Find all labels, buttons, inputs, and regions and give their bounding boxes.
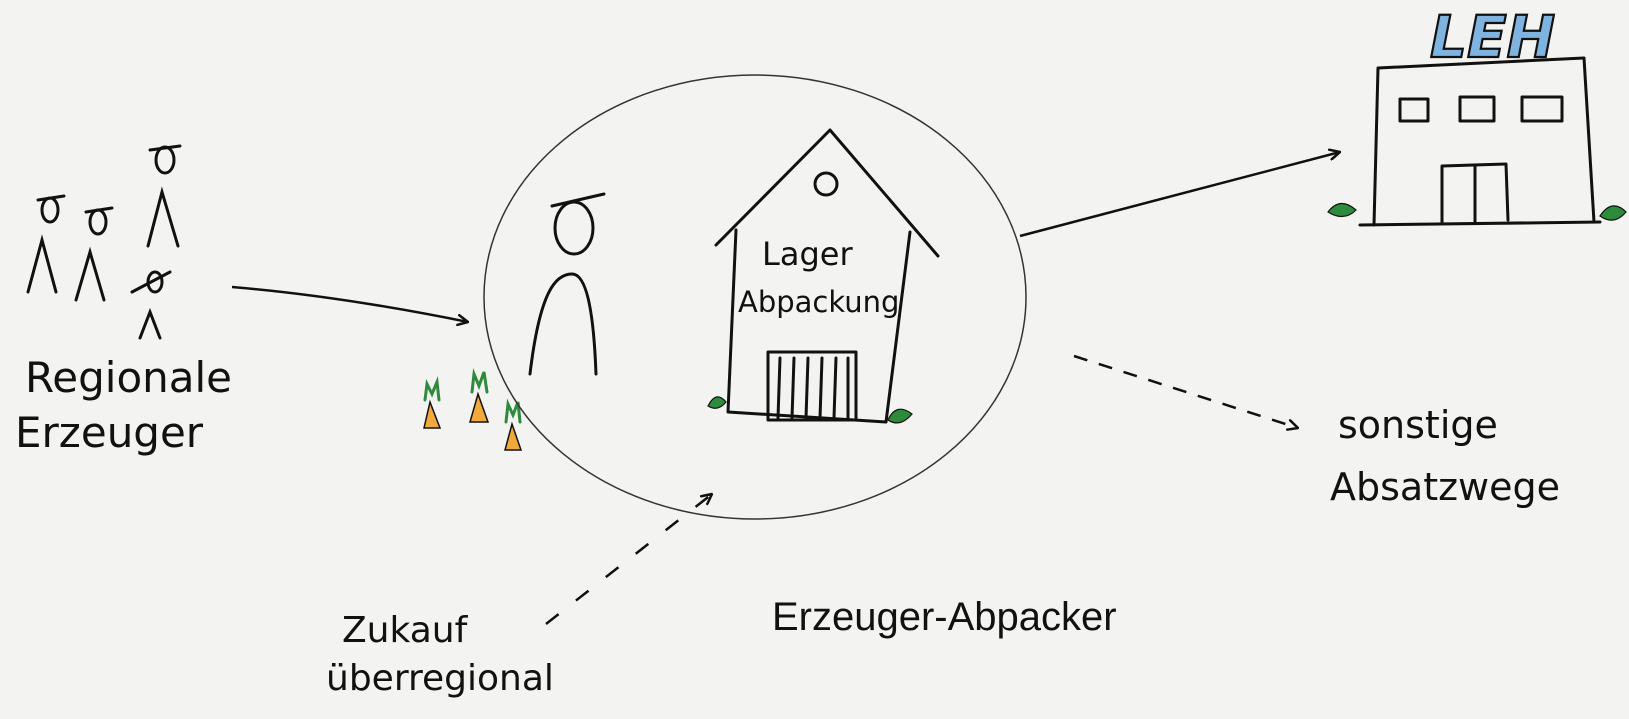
regional-producers-label-line1: Regionale (25, 353, 232, 402)
diagram-caption: Erzeuger-Abpacker (772, 595, 1117, 639)
supply-arrow (231, 285, 468, 322)
retail-store-building (1358, 56, 1602, 227)
carrot-icon (423, 376, 442, 429)
grass-tuft-icon (1327, 202, 1627, 221)
farmer-figure-4 (130, 270, 172, 340)
warehouse-label-line1: Lager (762, 235, 853, 273)
farmer-figure-1 (26, 194, 66, 294)
retail-arrow (1019, 152, 1340, 238)
carrot-icon (504, 398, 523, 451)
supra-regional-label-line1: Zukauf (342, 610, 469, 651)
other-channels-arrow (1073, 354, 1298, 428)
warehouse-building (714, 128, 940, 424)
producer-packer-circle (483, 74, 1027, 520)
farmer-figure-3 (146, 144, 182, 248)
farmer-figure-2 (74, 206, 114, 302)
supra-regional-label-line2: überregional (326, 658, 554, 699)
regional-producers-group (26, 144, 182, 340)
regional-producers-label-line2: Erzeuger (15, 408, 204, 457)
other-channels-label-line1: sonstige (1338, 403, 1498, 447)
supra-regional-arrow (545, 494, 712, 625)
grass-tuft-icon (707, 396, 913, 424)
other-channels-label-line2: Absatzwege (1330, 465, 1560, 509)
warehouse-label-line2: Abpackung (738, 285, 899, 319)
retail-logo: LEH (1430, 3, 1555, 71)
carrot-icon (469, 368, 490, 423)
farmer-figure (528, 192, 606, 376)
